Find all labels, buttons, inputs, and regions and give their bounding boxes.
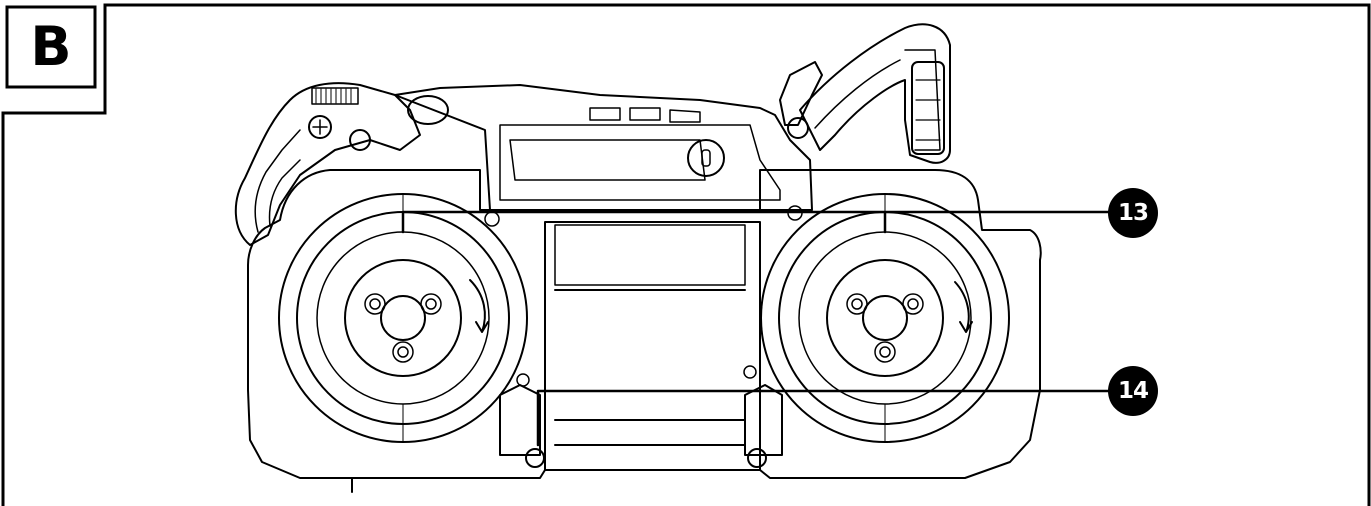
- rotation-arrow-icon: [954, 281, 973, 333]
- leader-line-14: [536, 389, 1112, 447]
- upper-guide-block: [554, 224, 746, 286]
- throat-opening: [544, 221, 761, 471]
- blade-release-knob: [687, 139, 725, 177]
- blade-guide-left: [499, 384, 541, 456]
- front-handle-grip-ribs: [915, 79, 941, 141]
- rotation-arrow-icon: [469, 279, 489, 333]
- blade-release-slot: [701, 149, 711, 167]
- leader-line-13: [401, 210, 1112, 234]
- callout-13: 13: [1108, 188, 1158, 238]
- vent-slots: [589, 107, 701, 123]
- band-saw-drawing: [234, 23, 1112, 493]
- top-housing: [394, 84, 813, 211]
- blade-guide-right: [744, 384, 783, 456]
- grip-texture: [311, 87, 359, 105]
- guide-pin: [516, 373, 530, 387]
- screw-icon: [525, 448, 545, 468]
- callout-14: 14: [1108, 366, 1158, 416]
- front-handle: [799, 23, 951, 164]
- trigger-pivot: [349, 129, 371, 151]
- grip-texture-lines: [315, 88, 352, 104]
- handle-screw: [308, 115, 332, 139]
- rear-handle: [234, 82, 421, 246]
- top-housing-boss: [407, 95, 449, 125]
- panel-label-box: [5, 5, 97, 89]
- front-handle-grip: [911, 61, 945, 155]
- figure-frame: [1, 3, 1371, 506]
- housing-screw: [484, 211, 500, 227]
- lock-lever: [779, 61, 823, 126]
- panel-label: B: [30, 15, 72, 78]
- handle-screw-cross: [312, 119, 328, 135]
- lock-lever-pivot: [787, 117, 809, 139]
- top-housing-panel: [499, 124, 781, 201]
- screw-icon: [747, 448, 767, 468]
- main-frame: [247, 169, 1042, 479]
- guide-pin: [743, 365, 757, 379]
- rear-handle-grip: [254, 129, 301, 233]
